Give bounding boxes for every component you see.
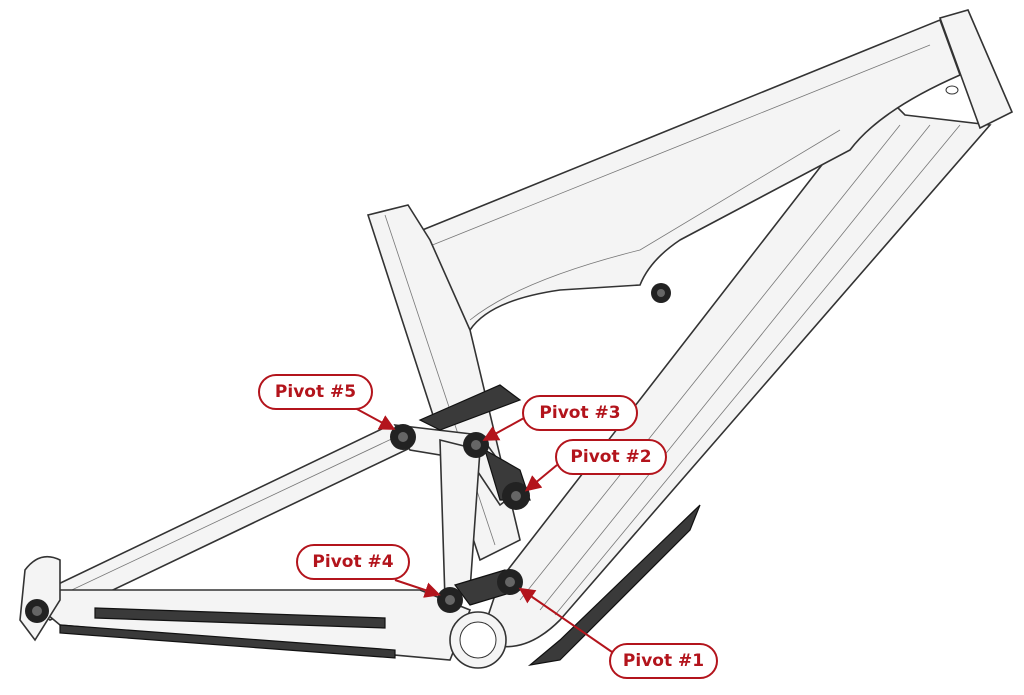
label-pivot-4: Pivot #4 (296, 544, 410, 580)
pivot-2 (502, 482, 530, 510)
pivot-4 (437, 587, 463, 613)
pivot-3 (463, 432, 489, 458)
label-pivot-2: Pivot #2 (555, 439, 667, 475)
arrow-pivot-3 (482, 417, 525, 441)
label-pivot-5: Pivot #5 (258, 374, 373, 410)
rear-axle (25, 599, 49, 623)
top-tube (409, 18, 962, 391)
arrow-pivot-2 (524, 464, 558, 492)
label-pivot-1: Pivot #1 (609, 643, 718, 679)
arrow-pivot-4 (394, 579, 441, 598)
arrow-pivot-5 (354, 407, 396, 430)
pivot-1 (497, 569, 523, 595)
chain-stay (28, 589, 472, 661)
pivot-5 (390, 424, 416, 450)
head-tube (938, 9, 1014, 130)
arrow-pivot-1 (518, 587, 613, 653)
label-pivot-3: Pivot #3 (522, 395, 638, 431)
shock-mount (651, 283, 671, 303)
